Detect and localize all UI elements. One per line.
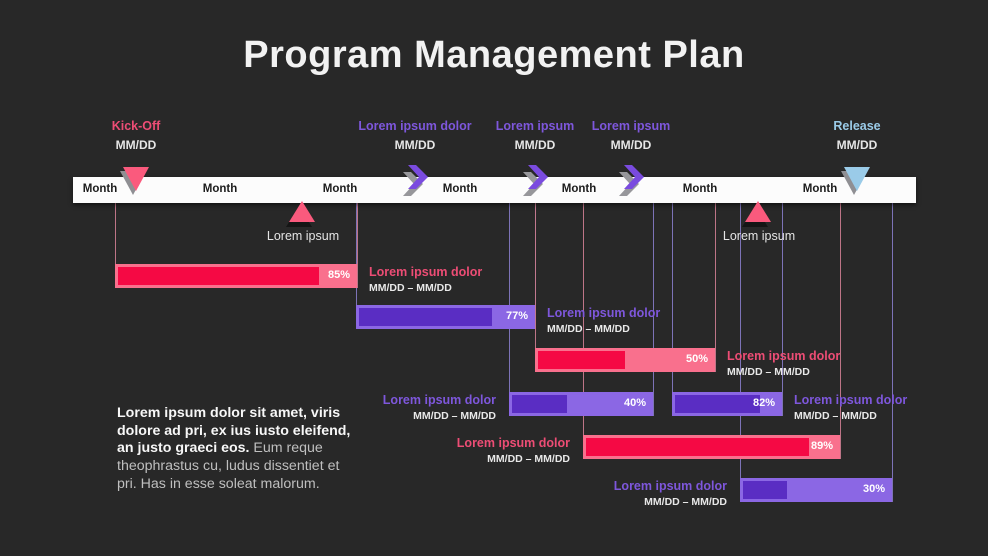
gantt-bar-percent: 50% (685, 353, 708, 365)
milestone-date: MM/DD (610, 138, 652, 152)
slide-title: Program Management Plan (243, 34, 745, 76)
gantt-bar-percent: 85% (327, 269, 350, 281)
gantt-bar-percent: 89% (810, 440, 833, 452)
gantt-task-dates: MM/DD – MM/DD (547, 323, 630, 335)
gantt-bar: 40% (509, 392, 653, 416)
gantt-bar: 85% (115, 264, 357, 288)
gantt-task-title: Lorem ipsum dolor (794, 393, 908, 407)
milestone-label: Lorem ipsum (495, 119, 575, 133)
gantt-bar-percent: 82% (752, 397, 775, 409)
timeline-month-label: Month (682, 183, 718, 195)
marker-shape (745, 201, 771, 222)
gantt-bar-fill (512, 395, 567, 413)
milestone-triangle-down-marker (120, 167, 149, 195)
connector-line (715, 203, 717, 372)
milestone-date: MM/DD (394, 138, 436, 152)
gantt-bar-percent: 40% (623, 397, 646, 409)
milestone-chevron-marker (402, 164, 429, 202)
gantt-bar-fill (359, 308, 492, 326)
chevron-icon (619, 165, 644, 196)
milestone-chevron-marker (618, 164, 645, 202)
milestone-date: MM/DD (514, 138, 556, 152)
milestone-triangle-down-marker (841, 167, 870, 195)
timeline-month-label: Month (802, 183, 838, 195)
marker-shape (123, 167, 149, 191)
gantt-task-dates: MM/DD – MM/DD (413, 410, 496, 422)
gantt-bar: 50% (535, 348, 715, 372)
gantt-task-dates: MM/DD – MM/DD (369, 282, 452, 294)
marker-shape (844, 167, 870, 191)
connector-line (535, 203, 537, 372)
connector-line (892, 203, 894, 502)
gantt-bar-percent: 30% (862, 483, 885, 495)
gantt-task-title: Lorem ipsum dolor (369, 265, 483, 279)
timeline-bar: Month Month Month Month Month Month Month (73, 177, 916, 203)
connector-line (583, 203, 585, 459)
gantt-task-title: Lorem ipsum dolor (727, 349, 841, 363)
gantt-bar: 77% (356, 305, 535, 329)
connector-line (840, 203, 842, 459)
description-regular: Eum reque theophrastus cu, ludus dissent… (117, 440, 340, 492)
gantt-bar-fill (118, 267, 319, 285)
milestone-chevron-marker (522, 164, 549, 202)
gantt-task-title: Lorem ipsum dolor (613, 479, 727, 493)
sub-milestone-label: Lorem ipsum (722, 229, 796, 243)
milestone-date: MM/DD (115, 138, 157, 152)
connector-line (740, 203, 742, 502)
gantt-task-title: Lorem ipsum dolor (547, 306, 661, 320)
gantt-bar: 82% (672, 392, 782, 416)
gantt-task-dates: MM/DD – MM/DD (794, 410, 877, 422)
gantt-task-dates: MM/DD – MM/DD (487, 453, 570, 465)
milestone-label: Lorem ipsum (591, 119, 671, 133)
gantt-task-title: Lorem ipsum dolor (382, 393, 496, 407)
connector-line (653, 203, 655, 416)
gantt-bar-fill (538, 351, 625, 369)
sub-milestone-label: Lorem ipsum (266, 229, 340, 243)
connector-line (782, 203, 784, 416)
gantt-bar-fill (586, 438, 809, 456)
connector-line (357, 203, 359, 288)
timeline-month-label: Month (561, 183, 597, 195)
milestone-label: Release (833, 119, 881, 133)
description-text: Lorem ipsum dolor sit amet, viris dolore… (117, 405, 357, 493)
gantt-task-dates: MM/DD – MM/DD (727, 366, 810, 378)
timeline-month-label: Month (202, 183, 238, 195)
gantt-bar-fill (743, 481, 787, 499)
connector-line (672, 203, 674, 416)
timeline-month-label: Month (322, 183, 358, 195)
sub-milestone-triangle-up-marker (742, 201, 771, 227)
gantt-bar: 89% (583, 435, 840, 459)
gantt-bar-percent: 77% (505, 310, 528, 322)
milestone-label: Kick-Off (111, 119, 161, 133)
gantt-bar-fill (675, 395, 760, 413)
gantt-task-dates: MM/DD – MM/DD (644, 496, 727, 508)
description-bold: Lorem ipsum dolor sit amet, viris dolore… (117, 405, 351, 457)
marker-shape (289, 201, 315, 222)
timeline-month-label: Month (82, 183, 118, 195)
milestone-label: Lorem ipsum dolor (358, 119, 472, 133)
timeline-month-label: Month (442, 183, 478, 195)
gantt-task-title: Lorem ipsum dolor (456, 436, 570, 450)
connector-line (115, 203, 117, 288)
sub-milestone-triangle-up-marker (286, 201, 315, 227)
chevron-icon (403, 165, 428, 196)
gantt-bar: 30% (740, 478, 892, 502)
milestone-date: MM/DD (836, 138, 878, 152)
chevron-icon (523, 165, 548, 196)
